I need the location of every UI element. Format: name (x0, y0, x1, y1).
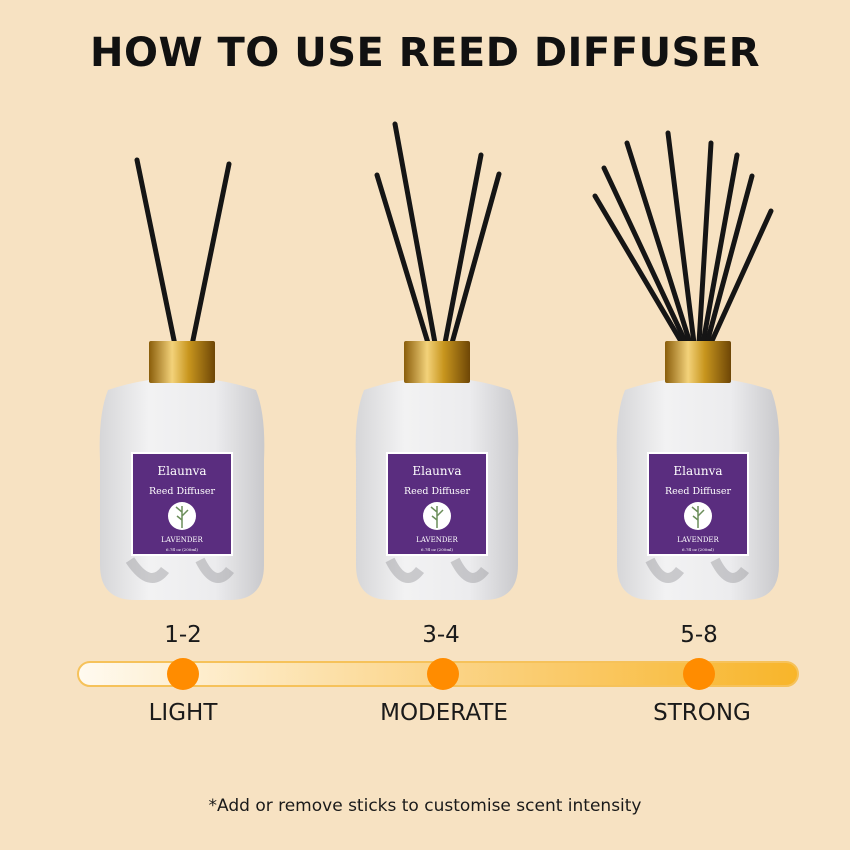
label-volume: 6.7fl oz (200ml) (682, 547, 714, 552)
reed (189, 161, 232, 348)
reed (449, 171, 502, 346)
label-volume: 6.7fl oz (200ml) (421, 547, 453, 552)
reed (134, 157, 178, 348)
label-scent: LAVENDER (416, 536, 458, 544)
footnote: *Add or remove sticks to customise scent… (208, 796, 642, 816)
label-brand: Elaunva (412, 464, 461, 478)
bottle-light: Elaunva Reed Diffuser LAVENDER 6.7fl oz … (99, 157, 265, 600)
label-product: Reed Diffuser (404, 486, 471, 497)
level-light: LIGHT (148, 700, 218, 726)
stick-count-strong: 5-8 (680, 622, 718, 648)
stick-count-moderate: 3-4 (422, 622, 460, 648)
reed (700, 152, 740, 346)
level-moderate: MODERATE (380, 700, 508, 726)
bottle-moderate: Elaunva Reed Diffuser LAVENDER 6.7fl oz … (355, 121, 519, 600)
reed (665, 130, 697, 346)
bottle-cap (665, 341, 731, 383)
label-brand: Elaunva (157, 464, 206, 478)
bottle-strong: Elaunva Reed Diffuser LAVENDER 6.7fl oz … (592, 130, 780, 600)
label-scent: LAVENDER (677, 536, 719, 544)
reed (601, 165, 689, 346)
reed (696, 140, 714, 346)
reed (704, 173, 755, 346)
scale-marker-light (167, 658, 199, 690)
stick-count-light: 1-2 (164, 622, 202, 648)
label-volume: 6.7fl oz (200ml) (166, 547, 198, 552)
reed (624, 140, 693, 346)
label-brand: Elaunva (673, 464, 722, 478)
bottle-cap (404, 341, 470, 383)
scale-marker-moderate (427, 658, 459, 690)
level-strong: STRONG (653, 700, 751, 726)
label-product: Reed Diffuser (149, 486, 216, 497)
reed (374, 172, 431, 346)
label-scent: LAVENDER (161, 536, 203, 544)
reed (592, 193, 685, 346)
page-title: HOW TO USE REED DIFFUSER (89, 30, 760, 76)
reed (392, 121, 438, 346)
label-product: Reed Diffuser (665, 486, 732, 497)
reed (708, 208, 774, 346)
scale-marker-strong (683, 658, 715, 690)
bottle-cap (149, 341, 215, 383)
reed (442, 152, 484, 346)
